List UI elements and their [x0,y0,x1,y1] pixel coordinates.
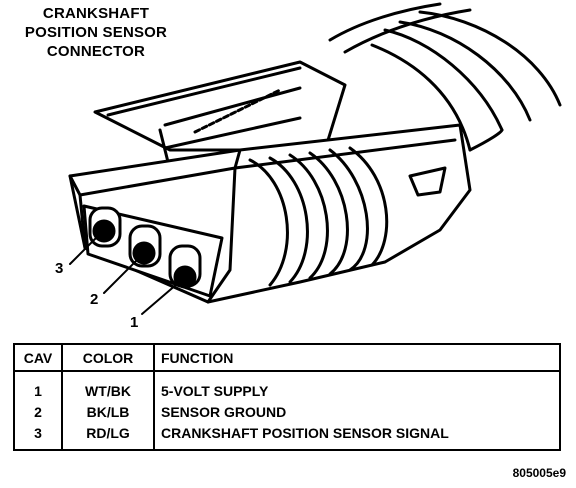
cavity-label-3: 3 [55,260,63,277]
title-line-2: POSITION SENSOR [24,24,168,41]
column-header-cav: CAV [13,343,63,372]
leader-line-3 [69,231,103,265]
function-cell: 5-VOLT SUPPLY [153,371,561,401]
table-header-row: CAV COLOR FUNCTION [13,343,561,372]
table-row: 2 BK/LB SENSOR GROUND [13,401,561,422]
connector-housing [68,123,472,304]
connector-ribs [248,146,389,287]
color-cell: BK/LB [61,401,155,422]
table-row: 3 RD/LG CRANKSHAFT POSITION SENSOR SIGNA… [13,422,561,451]
cav-cell: 3 [13,422,63,451]
title-line-3: CONNECTOR [46,43,146,60]
diagram-title: CRANKSHAFT POSITION SENSOR CONNECTOR [6,4,186,61]
leader-line-2 [103,253,144,294]
title-line-1: CRANKSHAFT [42,5,150,22]
color-cell: RD/LG [61,422,155,451]
leader-line-1 [141,277,185,315]
function-cell: CRANKSHAFT POSITION SENSOR SIGNAL [153,422,561,451]
figure-id: 805005e9 [512,466,566,480]
cav-cell: 2 [13,401,63,422]
table-row: 1 WT/BK 5-VOLT SUPPLY [13,371,561,401]
function-cell: SENSOR GROUND [153,401,561,422]
connector-latch [93,60,347,164]
color-cell: WT/BK [61,371,155,401]
cavity-label-2: 2 [90,291,98,308]
column-header-color: COLOR [61,343,155,372]
cavity-1 [168,244,202,289]
cav-cell: 1 [13,371,63,401]
pinout-table: CAV COLOR FUNCTION 1 WT/BK 5-VOLT SUPPLY… [13,343,561,451]
cavity-2 [128,224,162,268]
connector-illustration: 3 2 1 [55,2,562,331]
cavity-label-1: 1 [130,314,138,331]
wire-bundle [328,2,562,152]
column-header-function: FUNCTION [153,343,561,372]
